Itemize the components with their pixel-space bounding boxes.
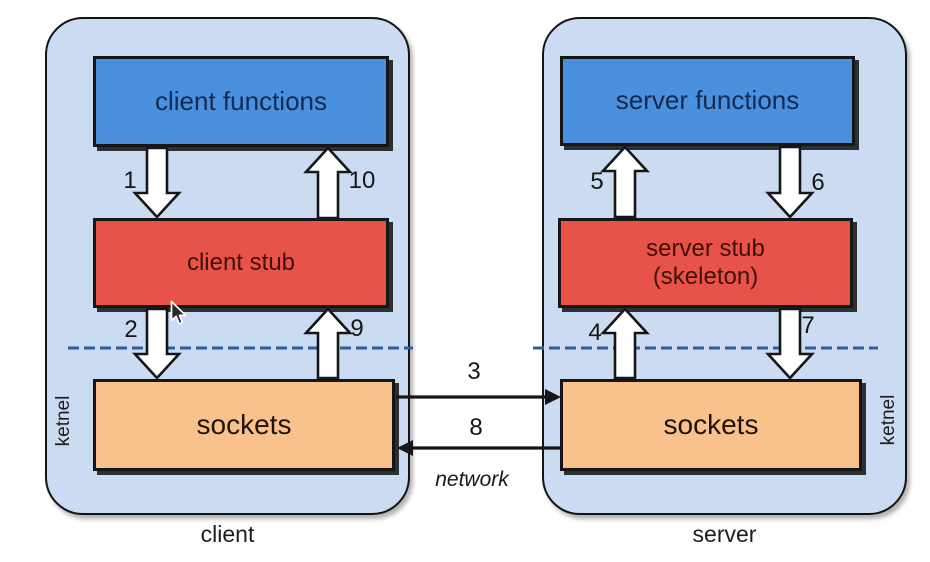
step-label-5: 5 (590, 168, 604, 195)
mouse-cursor-icon (170, 300, 187, 325)
client-functions-box: client functions (93, 56, 389, 147)
client-sockets-label: sockets (196, 408, 292, 440)
server-sockets-box: sockets (560, 379, 862, 471)
server-functions-box: server functions (560, 56, 855, 146)
server-functions-label: server functions (615, 85, 800, 116)
network-arrow-step-3-right-icon (396, 389, 561, 405)
step-label-1: 1 (123, 167, 137, 194)
server-panel-label: server (692, 521, 757, 547)
client-functions-label: client functions (155, 85, 327, 116)
step-label-6: 6 (811, 169, 825, 196)
server-kernel-label: ketnel (878, 394, 899, 446)
step-label-3: 3 (467, 358, 481, 385)
server-stub-label: server stub (skeleton) (646, 235, 765, 290)
step-label-4: 4 (588, 319, 602, 346)
server-stub-label-line1: server stub (646, 235, 765, 263)
client-panel-label: client (200, 521, 255, 547)
step-label-8: 8 (469, 414, 483, 441)
client-kernel-label: ketnel (53, 395, 74, 447)
step-label-9: 9 (350, 315, 364, 342)
client-stub-box: client stub (93, 218, 389, 308)
step-label-7: 7 (801, 312, 815, 339)
client-stub-label: client stub (186, 249, 296, 277)
server-stub-label-line2: (skeleton) (652, 263, 759, 290)
network-arrow-step-8-left-icon (397, 440, 560, 456)
server-sockets-label: sockets (663, 408, 759, 440)
network-label: network (435, 468, 509, 491)
server-stub-box: server stub (skeleton) (558, 218, 853, 308)
step-label-2: 2 (124, 316, 138, 343)
client-sockets-box: sockets (93, 379, 395, 471)
step-label-10: 10 (348, 167, 376, 194)
